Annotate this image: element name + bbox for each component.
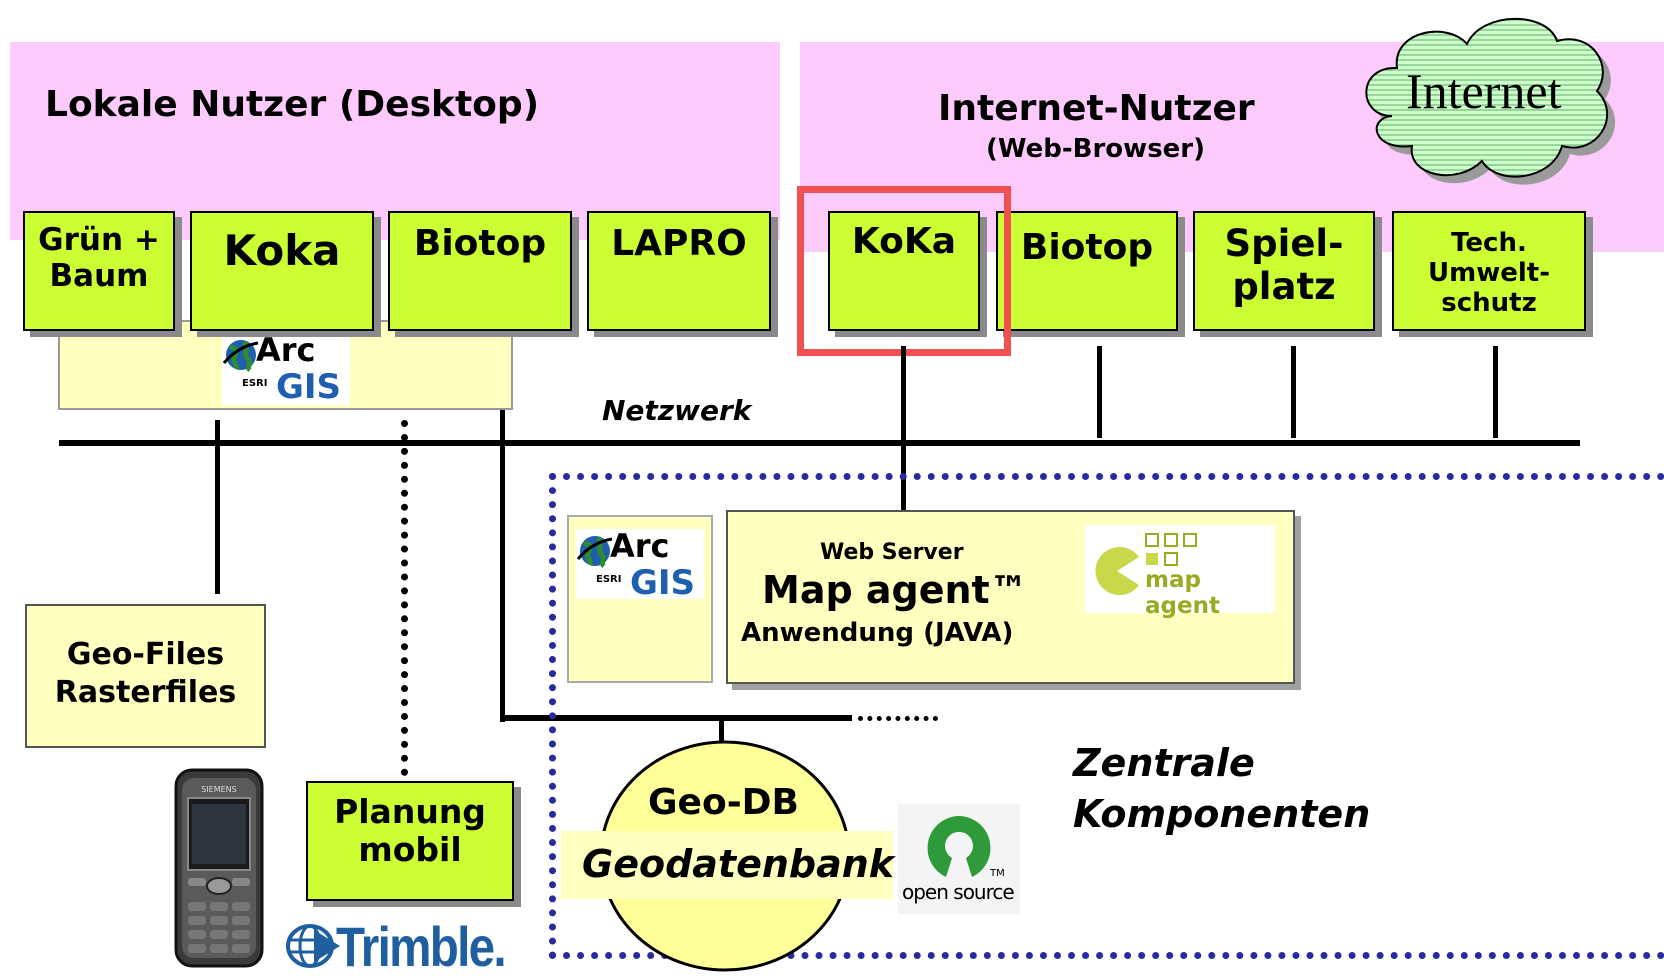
koka-highlight-frame [797,186,1011,356]
opensource-label: open source [902,880,1015,904]
app-spielplatz[interactable]: Spiel- platz [1193,211,1375,331]
local-users-title: Lokale Nutzer (Desktop) [45,84,540,125]
network-bus [59,440,1580,446]
internet-users-title: Internet-Nutzer [938,88,1255,129]
arcgis-arc-text: Arc [610,527,670,565]
mobile-phone-icon: SIEMENS [174,768,264,968]
connector-geodb-horizontal [500,715,852,721]
connector-geodb-vertical [500,410,505,722]
central-components-frame [549,473,1664,959]
arcgis-esri-text: ESRI [596,574,622,585]
internet-users-subtitle: (Web-Browser) [986,134,1206,164]
geo-files-box: Geo-Files Rasterfiles [25,604,266,748]
arcgis-logo-server: Arc ESRI GIS [576,527,704,603]
connector-tech [1493,346,1498,438]
opensource-tm: TM [990,868,1005,879]
trimble-logo-icon [286,924,340,968]
web-server-line1: Web Server [820,540,964,565]
connector-geodb-stub [719,718,724,746]
opensource-keyhole-icon [927,816,991,877]
mapagent-logo-text: map agent [1145,567,1220,619]
globe-icon [222,340,259,372]
planung-mobil-box[interactable]: Planung mobil [306,781,514,901]
internet-cloud-icon [1365,17,1616,185]
app-koka-web[interactable]: KoKa [828,211,980,331]
app-biotop-web[interactable]: Biotop [996,211,1178,331]
app-koka-local[interactable]: Koka [190,211,374,331]
connector-geodb-dotted [858,716,938,721]
app-lapro[interactable]: LAPRO [587,211,771,331]
phone-brand-text: SIEMENS [201,785,237,794]
connector-biotop-web [1097,346,1102,438]
app-tech-umweltschutz[interactable]: Tech. Umwelt- schutz [1392,211,1586,331]
arcgis-logo-client: Arc ESRI GIS [222,331,350,407]
web-server-line3: Anwendung (JAVA) [741,618,1014,648]
trimble-label: Trimble. [336,915,507,978]
internet-cloud-label: Internet [1406,63,1562,119]
app-biotop-local[interactable]: Biotop [388,211,572,331]
connector-mobile-dotted [401,420,408,776]
connector-geofiles [215,420,220,594]
arcgis-esri-text: ESRI [242,378,268,389]
app-gruen-baum[interactable]: Grün + Baum [23,211,175,331]
mapagent-logo: map agent [1085,525,1275,619]
mapagent-grid-icon [1145,533,1197,566]
globe-icon [576,536,613,568]
mapagent-pacman-icon [1095,547,1139,595]
central-components-label: Zentrale Komponenten [1073,741,1371,837]
connector-spielplatz [1291,346,1296,438]
connector-koka-web [901,346,906,512]
geodb-subtitle: Geodatenbank [582,842,895,886]
arcgis-gis-text: GIS [276,367,342,407]
arcgis-arc-text: Arc [256,331,316,369]
opensource-logo: TM open source [898,804,1020,914]
arcgis-gis-text: GIS [630,563,696,603]
geodb-title: Geo-DB [648,782,799,823]
web-server-line2: Map agent™ [762,568,1028,612]
local-users-zone [10,42,780,240]
network-label: Netzwerk [602,394,752,427]
geodb-subtitle-band [561,831,893,899]
